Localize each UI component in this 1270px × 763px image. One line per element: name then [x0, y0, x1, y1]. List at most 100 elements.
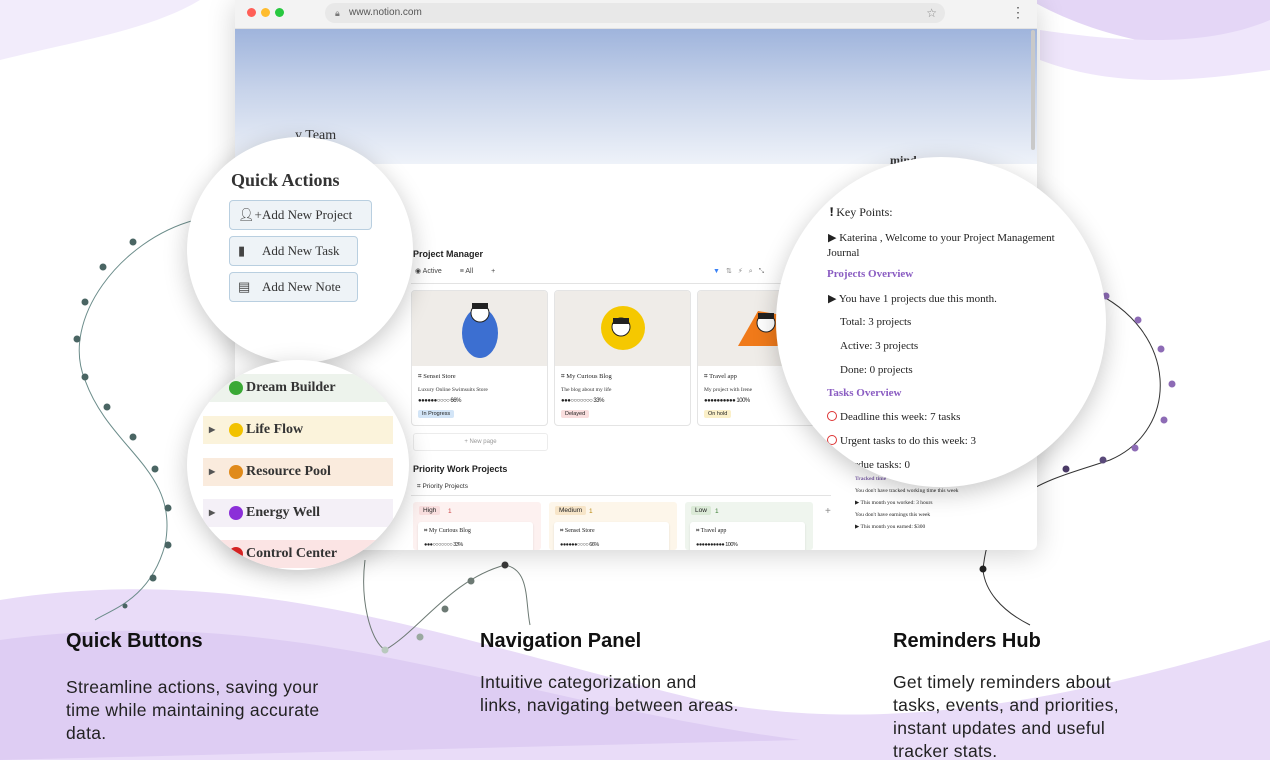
status-badge: On hold: [704, 410, 732, 418]
database-toolbar: ▼⇅⚡︎⌕⤡: [713, 267, 770, 276]
scrollbar[interactable]: [1031, 30, 1035, 150]
yellow-circle-icon: [229, 423, 243, 437]
add-new-note-button[interactable]: ▤ Add New Note: [229, 272, 358, 302]
purple-circle-icon: [229, 506, 243, 520]
tracked-title: Tracked time: [855, 476, 887, 482]
divider: [411, 495, 831, 496]
board-card-progress: ●●●●●●●●●● 100%: [696, 542, 738, 548]
card-desc: My project with Irene: [704, 387, 753, 393]
board-column-low: Low 1 ⌗ Travel app ●●●●●●●●●● 100%: [685, 502, 813, 550]
projects-overview-heading: Projects Overview: [827, 268, 914, 280]
add-new-task-button[interactable]: ▮ Add New Task: [229, 236, 358, 266]
board-card-title: ⌗ Sensei Store: [560, 528, 595, 534]
board-card[interactable]: ⌗ Sensei Store ●●●●●●○○○○ 66%: [554, 522, 669, 550]
red-ring-icon: [827, 435, 837, 445]
url-text: www.notion.com: [349, 7, 422, 18]
urgent-tasks: Urgent tasks to do this week: 3: [827, 435, 976, 447]
nav-item-resource-pool[interactable]: ▶ Resource Pool: [203, 458, 393, 486]
page-cover: [235, 29, 1037, 164]
deadline-tasks: Deadline this week: 7 tasks: [827, 411, 960, 423]
card-desc: Luxury Online Swimsuits Store: [418, 387, 488, 393]
tasks-overview-heading: Tasks Overview: [827, 387, 902, 399]
add-view-icon[interactable]: +: [491, 268, 496, 275]
column-label: Low: [691, 506, 711, 515]
card-progress: ●●●○○○○○○○ 33%: [561, 398, 604, 404]
priority-subtitle: ⌗ Priority Projects: [417, 483, 468, 490]
nav-item-life-flow[interactable]: ▶ Life Flow: [203, 416, 393, 444]
person-illustration-icon: [462, 303, 498, 358]
bookmark-star-icon[interactable]: ☆: [926, 6, 937, 20]
red-ring-icon: [827, 411, 837, 421]
column-count: 1: [715, 508, 719, 515]
alert-icon: ❗︎: [830, 205, 834, 219]
column-count: 1: [589, 508, 593, 515]
automation-icon[interactable]: ⚡︎: [737, 268, 749, 275]
card-progress: ●●●●●●●●●● 100%: [704, 398, 750, 404]
column-count: 1: [448, 508, 452, 515]
card-illustration: [555, 291, 690, 366]
card-illustration: [412, 291, 547, 366]
board-column-medium: Medium 1 ⌗ Sensei Store ●●●●●●○○○○ 66%: [549, 502, 677, 550]
expand-arrow-icon[interactable]: ▶: [209, 467, 216, 476]
filter-icon[interactable]: ▼: [713, 268, 726, 275]
add-column-icon[interactable]: +: [825, 506, 831, 517]
board-card-title: ⌗ My Curious Blog: [424, 528, 471, 534]
add-new-project-button[interactable]: 👤︎+ Add New Project: [229, 200, 372, 230]
search-icon[interactable]: ⌕: [748, 268, 759, 275]
tracked-line: ▶ This month you earned: $300: [855, 524, 926, 530]
key-points-title: ❗︎ Key Points:: [830, 205, 893, 219]
status-badge: In Progress: [418, 410, 455, 418]
navigation-magnifier: Dream Builder ▶ Life Flow ▶ Resource Poo…: [187, 360, 409, 570]
status-badge: Delayed: [561, 410, 590, 418]
board-card[interactable]: ⌗ My Curious Blog ●●●○○○○○○○ 33%: [418, 522, 533, 550]
project-card[interactable]: ⌗ My Curious Blog The blog about my life…: [554, 290, 691, 426]
card-title: ⌗ My Curious Blog: [561, 373, 612, 380]
nav-item-dream-builder[interactable]: Dream Builder: [203, 374, 393, 402]
view-tabs: ◉ Active ≡ All +: [415, 267, 503, 275]
due-text[interactable]: ▶ You have 1 projects due this month.: [828, 293, 997, 305]
browser-menu-icon[interactable]: ⋮: [1011, 4, 1025, 20]
project-manager-title: Project Manager: [413, 249, 484, 259]
tracked-stats: Tracked time You don't have tracked work…: [855, 476, 995, 546]
red-circle-icon: [229, 547, 243, 561]
nav-item-control-center[interactable]: Control Center: [203, 540, 393, 568]
maximize-window-icon[interactable]: [275, 8, 284, 17]
card-title: ⌗ Sensei Store: [418, 373, 456, 380]
project-card[interactable]: ⌗ Sensei Store Luxury Online Swimsuits S…: [411, 290, 548, 426]
welcome-text[interactable]: ▶ Katerina , Welcome to your Project Man…: [828, 232, 1055, 244]
welcome-text-cont: Journal: [827, 247, 860, 259]
minimize-window-icon[interactable]: [261, 8, 270, 17]
close-window-icon[interactable]: [247, 8, 256, 17]
tab-all[interactable]: ≡ All: [459, 268, 474, 275]
board-column-high: High 1 ⌗ My Curious Blog ●●●○○○○○○○ 33%: [413, 502, 541, 550]
lock-icon: 🔒︎: [335, 8, 340, 18]
new-page-button[interactable]: + New page: [413, 433, 548, 451]
card-progress: ●●●●●●○○○○ 66%: [418, 398, 461, 404]
active-projects: Active: 3 projects: [840, 340, 919, 352]
sort-icon[interactable]: ⇅: [725, 268, 738, 275]
column-label: Medium: [555, 506, 587, 515]
tracked-line: ▶ This month you worked: 3 hours: [855, 500, 933, 506]
board-card[interactable]: ⌗ Travel app ●●●●●●●●●● 100%: [690, 522, 805, 550]
feature-heading-reminders: Reminders Hub: [893, 630, 1041, 652]
bookmark-icon: ▮: [238, 243, 246, 258]
divider: [411, 283, 831, 284]
browser-titlebar: 🔒︎ www.notion.com ☆ ⋮: [235, 0, 1037, 29]
expand-arrow-icon[interactable]: ▶: [209, 508, 216, 517]
board-card-progress: ●●●●●●○○○○ 66%: [560, 542, 599, 548]
board-card-progress: ●●●○○○○○○○ 33%: [424, 542, 463, 548]
key-points-magnifier: ❗︎ Key Points: ▶ Katerina , Welcome to y…: [776, 157, 1106, 487]
column-label: High: [419, 506, 441, 515]
quick-actions-title: Quick Actions: [231, 170, 340, 190]
expand-icon[interactable]: ⤡: [758, 268, 771, 275]
address-bar[interactable]: 🔒︎ www.notion.com ☆: [325, 3, 945, 23]
nav-item-energy-well[interactable]: ▶ Energy Well: [203, 499, 393, 527]
green-circle-icon: [229, 381, 243, 395]
expand-arrow-icon[interactable]: ▶: [209, 425, 216, 434]
card-desc: The blog about my life: [561, 387, 612, 393]
tab-active[interactable]: ◉ Active: [415, 268, 442, 275]
note-icon: ▤: [238, 279, 251, 294]
